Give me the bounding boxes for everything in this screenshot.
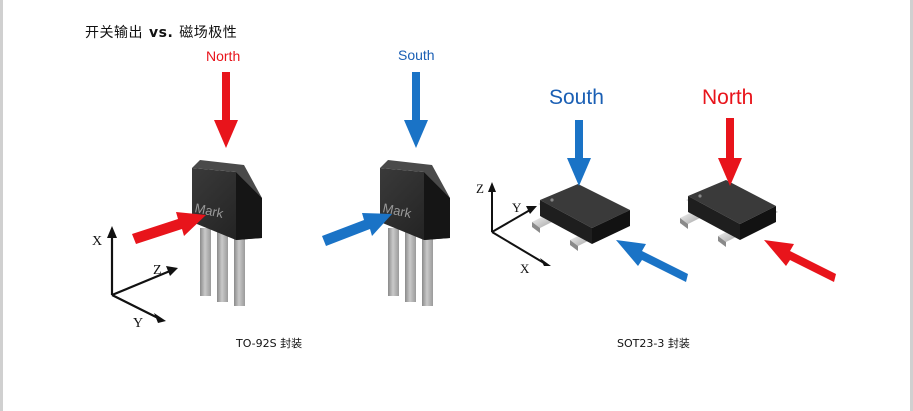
page-title: 开关输出 vs. 磁场极性 xyxy=(85,22,237,42)
axis-z-label: Z xyxy=(153,263,162,278)
sot23-north-label: North xyxy=(702,86,754,109)
sot23-package-north xyxy=(680,180,778,247)
chip-side xyxy=(236,172,262,240)
axis-x-label: X xyxy=(92,234,102,249)
lead xyxy=(422,236,433,306)
sot-axis-z-label: Z xyxy=(476,181,484,196)
frame-border-left xyxy=(0,0,3,411)
to92s-axes xyxy=(107,226,178,323)
sot-axis-y-label: Y xyxy=(512,200,522,215)
sot23-caption: SOT23-3 封装 xyxy=(617,337,690,350)
sot23-south-arrow-side xyxy=(616,240,688,282)
sot23-package-south xyxy=(532,184,630,251)
title-right: 磁场极性 xyxy=(179,25,238,41)
to92s-package-north: Mark xyxy=(192,160,262,306)
lead xyxy=(217,232,228,302)
title-left: 开关输出 xyxy=(85,25,143,41)
sot-axis-x-label: X xyxy=(520,261,530,276)
north-arrow-side xyxy=(132,212,206,244)
chip-top xyxy=(192,160,262,198)
sot23-south-label: South xyxy=(549,86,604,109)
lead xyxy=(200,228,211,296)
to92s-package-south: Mark xyxy=(380,160,450,306)
sot23-south-arrow-down xyxy=(567,120,591,186)
sot23-north-arrow-down xyxy=(718,118,742,186)
to92s-caption: TO-92S 封装 xyxy=(236,337,303,350)
frame-border-right xyxy=(910,0,913,411)
chip-side xyxy=(424,172,450,240)
chip-top xyxy=(380,160,450,198)
sot23-axes xyxy=(488,182,551,266)
to92s-north-label: North xyxy=(206,48,241,64)
north-arrow-down xyxy=(214,72,238,148)
to92s-south-label: South xyxy=(398,47,435,63)
axis-y-label: Y xyxy=(133,316,143,331)
lead xyxy=(234,236,245,306)
title-vs: vs. xyxy=(149,25,174,41)
lead xyxy=(405,232,416,302)
south-arrow-side xyxy=(322,213,392,246)
chip-top xyxy=(540,184,630,228)
south-arrow-down xyxy=(404,72,428,148)
chip-top xyxy=(688,180,776,224)
sot23-north-arrow-side xyxy=(764,240,836,282)
lead xyxy=(388,228,399,296)
